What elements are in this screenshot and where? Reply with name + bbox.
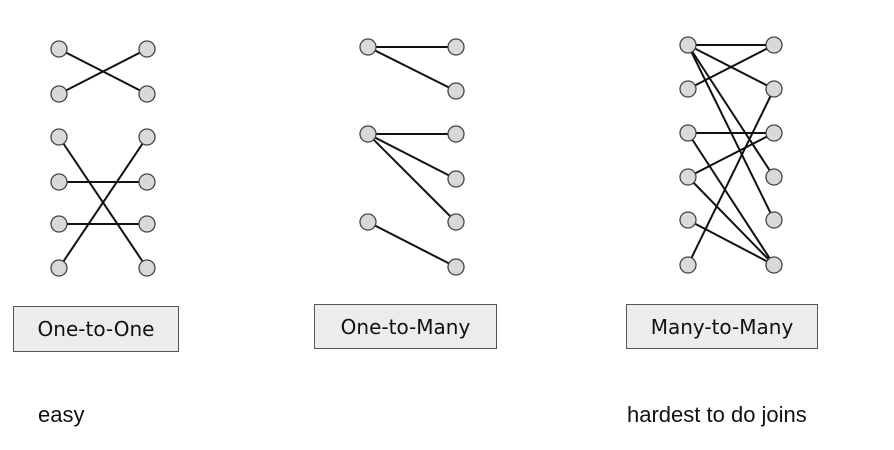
one-to-many-right-node [447, 258, 465, 276]
hardest-caption: hardest to do joins [627, 402, 807, 427]
many-to-many-edge [687, 132, 775, 266]
easy-caption: easy [38, 402, 85, 427]
one-to-one-right-node [138, 215, 156, 233]
one-to-one-edge [58, 136, 148, 269]
many-to-many-right-node [765, 124, 783, 142]
one-to-one-right-node [138, 259, 156, 277]
one-to-many-edge [367, 133, 457, 223]
one-to-one-right-node [138, 85, 156, 103]
many-to-many-edge [687, 44, 775, 90]
one-to-one-left-node [50, 85, 68, 103]
one-to-many-edge [367, 221, 457, 268]
one-to-one-left-node [50, 259, 68, 277]
many-to-many-left-node [679, 36, 697, 54]
one-to-one-label: One-to-One [13, 306, 179, 352]
many-to-many-edge [687, 88, 775, 266]
one-to-many-edge [367, 133, 457, 180]
one-to-many-left-node [359, 213, 377, 231]
one-to-many-left-node [359, 125, 377, 143]
one-to-many-label: One-to-Many [314, 304, 497, 349]
one-to-one-edge [58, 48, 148, 95]
one-to-many-left-node [359, 38, 377, 56]
one-to-many-right-node [447, 82, 465, 100]
one-to-many-edge [367, 46, 457, 92]
one-to-one-right-node [138, 173, 156, 191]
many-to-many-left-node [679, 124, 697, 142]
one-to-one-left-node [50, 128, 68, 146]
many-to-many-left-node [679, 80, 697, 98]
one-to-one-left-node [50, 173, 68, 191]
one-to-many-right-node [447, 38, 465, 56]
nodes-layer [50, 36, 783, 277]
many-to-many-right-node [765, 168, 783, 186]
many-to-many-edge [687, 44, 775, 178]
many-to-many-right-node [765, 36, 783, 54]
one-to-many-right-node [447, 125, 465, 143]
many-to-many-left-node [679, 211, 697, 229]
many-to-many-label: Many-to-Many [626, 304, 818, 349]
many-to-many-right-node [765, 211, 783, 229]
one-to-one-left-node [50, 215, 68, 233]
one-to-many-right-node [447, 213, 465, 231]
many-to-many-edge [687, 176, 775, 266]
many-to-many-right-node [765, 80, 783, 98]
edges-layer [58, 44, 775, 269]
one-to-one-left-node [50, 40, 68, 58]
one-to-many-right-node [447, 170, 465, 188]
many-to-many-edge [687, 219, 775, 266]
many-to-many-edge [687, 132, 775, 178]
one-to-one-right-node [138, 40, 156, 58]
many-to-many-right-node [765, 256, 783, 274]
one-to-one-right-node [138, 128, 156, 146]
many-to-many-left-node [679, 256, 697, 274]
many-to-many-left-node [679, 168, 697, 186]
